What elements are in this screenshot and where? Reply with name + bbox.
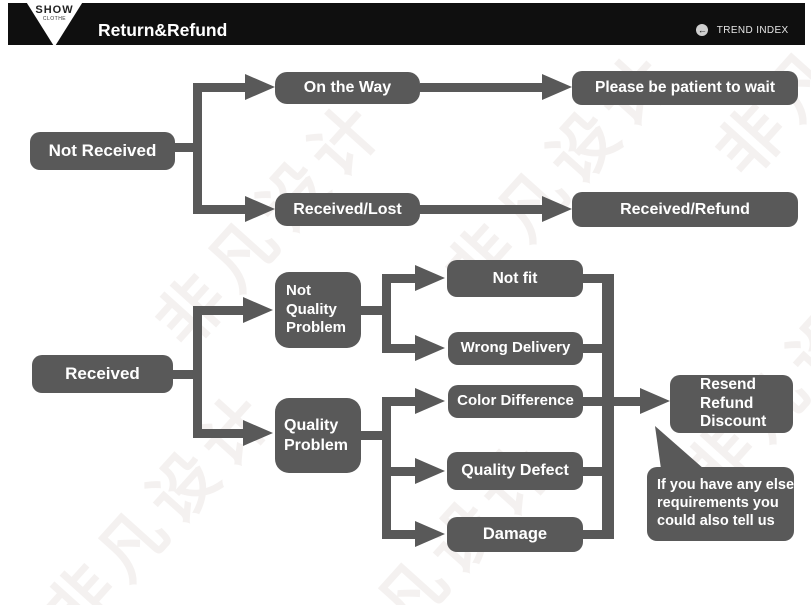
node-resend-refund-discount: Resend Refund Discount: [670, 375, 793, 433]
connector: [360, 306, 391, 315]
brand-logo-line1: SHOW: [35, 4, 74, 16]
connector: [382, 344, 417, 353]
circled-left-arrow-icon: ←: [696, 24, 709, 36]
connector: [193, 306, 245, 315]
connector: [382, 530, 417, 539]
node-please-wait: Please be patient to wait: [572, 71, 798, 105]
arrowhead-icon: [415, 265, 445, 291]
node-received: Received: [32, 355, 173, 393]
arrowhead-icon: [245, 74, 275, 100]
speech-bubble-note: If you have any else requirements you co…: [647, 467, 794, 541]
connector: [173, 143, 197, 152]
connector: [173, 370, 197, 379]
node-wrong-delivery: Wrong Delivery: [448, 332, 583, 365]
connector: [193, 205, 247, 214]
arrowhead-icon: [640, 388, 670, 414]
connector: [583, 467, 608, 476]
arrowhead-icon: [243, 420, 273, 446]
connector: [382, 274, 417, 283]
connector: [360, 431, 391, 440]
connector: [193, 83, 202, 214]
arrowhead-icon: [243, 297, 273, 323]
trend-index-label: TREND INDEX: [717, 24, 789, 36]
arrowhead-icon: [542, 74, 572, 100]
arrowhead-icon: [415, 335, 445, 361]
connector: [193, 429, 245, 438]
connector: [420, 83, 544, 92]
connector: [382, 467, 417, 476]
brand-logo-line2: CLOTHE: [42, 16, 67, 22]
node-not-fit: Not fit: [447, 260, 583, 297]
connector: [382, 274, 391, 353]
connector: [602, 274, 614, 539]
arrowhead-icon: [542, 196, 572, 222]
node-received-refund: Received/Refund: [572, 192, 798, 227]
arrowhead-icon: [415, 458, 445, 484]
watermark: 非凡设计: [31, 374, 291, 605]
connector: [193, 83, 247, 92]
arrowhead-icon: [415, 388, 445, 414]
connector: [193, 306, 202, 438]
node-not-quality-problem: Not Quality Problem: [275, 272, 361, 348]
node-damage: Damage: [447, 517, 583, 552]
node-on-the-way: On the Way: [275, 72, 420, 104]
connector: [418, 205, 544, 214]
connector: [583, 530, 608, 539]
node-not-received: Not Received: [30, 132, 175, 170]
node-color-difference: Color Difference: [448, 385, 583, 418]
header-bar: Return&Refund ← TREND INDEX: [8, 3, 805, 45]
connector: [382, 397, 417, 406]
connector: [614, 397, 642, 406]
node-received-lost: Received/Lost: [275, 193, 420, 226]
connector: [583, 274, 608, 283]
trend-index: ← TREND INDEX: [696, 24, 789, 36]
connector: [583, 344, 608, 353]
arrowhead-icon: [415, 521, 445, 547]
arrowhead-icon: [245, 196, 275, 222]
node-quality-problem: Quality Problem: [275, 398, 361, 473]
node-quality-defect: Quality Defect: [447, 452, 583, 490]
page-title: Return&Refund: [98, 20, 228, 40]
speech-bubble-tail: [655, 426, 704, 469]
connector: [583, 397, 608, 406]
